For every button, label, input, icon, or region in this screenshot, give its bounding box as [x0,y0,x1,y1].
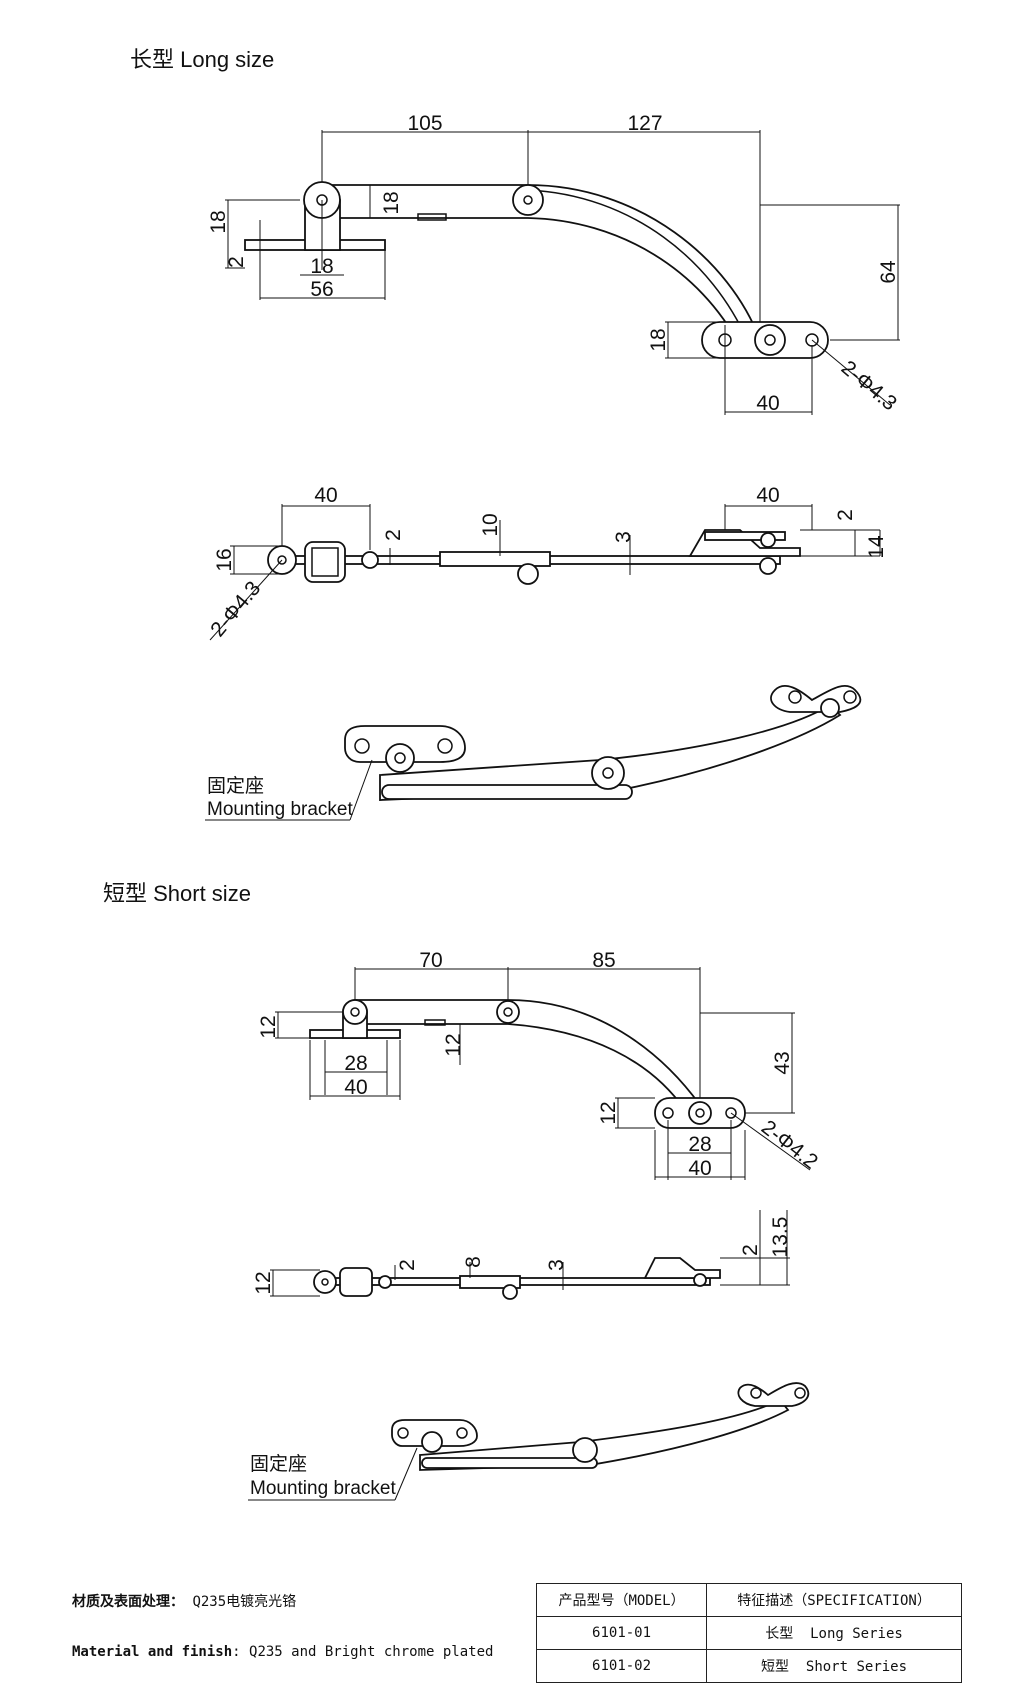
header-model: 产品型号（MODEL） [535,1583,708,1617]
short-top-dim-40: 40 [344,1076,367,1099]
short-iso-label-en: Mounting bracket [250,1478,396,1499]
short-iso-label-cn: 固定座 [250,1453,307,1475]
cell-model: 6101-02 [535,1649,708,1683]
long-side-dim-14: 14 [865,535,888,559]
table-header-row: 产品型号（MODEL） 特征描述（SPECIFICATION） [535,1583,962,1617]
long-side-dim-16: 16 [213,548,236,571]
long-size-title: 长型 Long size [130,47,275,72]
long-side-dim-40a: 40 [314,484,337,507]
spec-table: 产品型号（MODEL） 特征描述（SPECIFICATION） 6101-01 … [535,1583,962,1683]
material-line-en: Material and finish: Q235 and Bright chr… [72,1644,493,1660]
material-value-cn: Q235电镀亮光铬 [192,1594,297,1610]
material-label-cn: 材质及表面处理： [72,1594,184,1610]
table-row: 6101-01 长型 Long Series [535,1616,962,1650]
short-top-dim-12c: 12 [597,1101,620,1124]
material-value-en: : Q235 and Bright chrome plated [232,1644,494,1660]
header-specification: 特征描述（SPECIFICATION） [706,1583,962,1617]
long-top-dim-18c: 18 [380,191,403,214]
material-label-en: Material and finish [72,1644,233,1660]
short-top-dim-70: 70 [419,949,442,972]
long-top-dim-18d: 18 [647,328,670,351]
long-side-dim-40b: 40 [756,484,779,507]
short-side-dim-2a: 2 [396,1259,419,1271]
short-top-dim-85: 85 [592,949,615,972]
long-top-dim-64: 64 [877,260,900,284]
short-iso-view: 固定座 Mounting bracket [248,1382,810,1501]
long-side-dim-2b: 2 [834,509,857,521]
long-side-dim-10: 10 [479,513,502,536]
long-top-dim-40: 40 [756,392,779,415]
short-side-dim-13-5: 13.5 [769,1217,792,1258]
long-side-dim-hole: 2-Φ4.3 [206,577,265,641]
long-iso-view: 固定座 Mounting bracket [205,685,862,821]
short-size-title: 短型 Short size [103,881,251,906]
long-top-dim-18b: 18 [207,210,230,233]
short-top-dim-28: 28 [344,1052,367,1075]
cell-model: 6101-01 [535,1616,708,1650]
short-top-dim-28b: 28 [688,1133,711,1156]
short-side-dim-8: 8 [462,1256,485,1268]
short-side-dim-12: 12 [252,1271,275,1294]
long-top-dim-105: 105 [407,112,442,135]
table-row: 6101-02 短型 Short Series [535,1649,962,1683]
long-top-view: 105 127 18 56 18 2 18 40 [207,112,901,415]
long-side-view: 40 40 3 2 10 2 14 16 2-Φ4.3 [206,484,888,641]
long-side-dim-3: 3 [612,531,635,543]
long-top-dim-56: 56 [310,278,333,301]
long-iso-label-cn: 固定座 [207,775,264,797]
cell-spec: 短型 Short Series [706,1649,962,1683]
short-top-view: 70 85 12 12 28 40 43 12 [257,949,822,1180]
short-top-dim-12b: 12 [442,1033,465,1056]
short-top-dim-43: 43 [771,1051,794,1074]
long-top-dim-2: 2 [225,256,248,268]
short-side-view: 12 2 8 3 2 13.5 [252,1210,792,1300]
short-side-dim-2b: 2 [739,1244,762,1256]
cell-spec: 长型 Long Series [706,1616,962,1650]
short-top-dim-40b: 40 [688,1157,711,1180]
short-top-dim-hole: 2-Φ4.2 [757,1116,822,1174]
short-top-dim-12a: 12 [257,1015,280,1038]
long-top-dim-18a: 18 [310,255,333,278]
long-top-dim-127: 127 [627,112,662,135]
material-line-cn: 材质及表面处理： Q235电镀亮光铬 [72,1591,296,1611]
long-iso-label-en: Mounting bracket [207,799,353,820]
short-side-dim-3: 3 [545,1259,568,1271]
long-top-dim-hole: 2-Φ4.3 [837,356,901,415]
long-side-dim-2a: 2 [382,529,405,541]
